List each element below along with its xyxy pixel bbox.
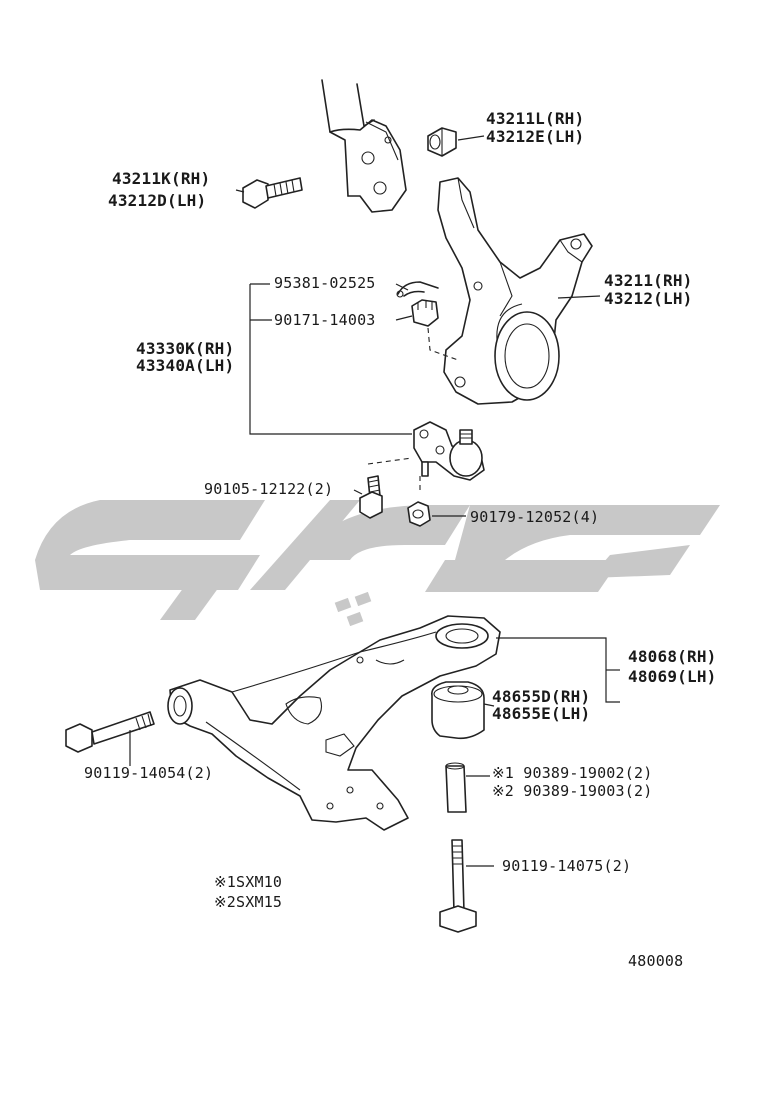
bolt-90105-icon [359, 475, 383, 519]
label-43212: 43212(LH) [604, 289, 693, 308]
strut-assembly [321, 79, 407, 213]
label-43211: 43211(RH) [604, 271, 693, 290]
note-sxm15: ※2SXM15 [214, 893, 283, 911]
label-48069: 48069(LH) [628, 667, 717, 686]
label-90119-14054: 90119-14054(2) [84, 764, 214, 782]
label-48655e: 48655E(LH) [492, 704, 591, 723]
lower-control-arm [167, 615, 501, 831]
label-43212d: 43212D(LH) [108, 191, 207, 210]
label-90389-19002: ※1 90389-19002(2) [492, 764, 653, 782]
flange-nut-43211l-icon [427, 127, 457, 157]
label-48068: 48068(RH) [628, 647, 717, 666]
steering-knuckle [437, 177, 593, 405]
castle-nut-icon [411, 299, 439, 327]
label-90389-19003: ※2 90389-19003(2) [492, 782, 653, 800]
watermark-logo [35, 500, 720, 627]
label-43211k: 43211K(RH) [112, 169, 211, 188]
bushing-48655d-icon [430, 681, 485, 740]
label-90105: 90105-12122(2) [204, 480, 334, 498]
label-90171: 90171-14003 [274, 311, 376, 329]
note-sxm10: ※1SXM10 [214, 873, 283, 891]
label-43330k: 43330K(RH) [136, 339, 235, 358]
label-95381: 95381-02525 [274, 274, 376, 292]
label-48655d: 48655D(RH) [492, 687, 591, 706]
label-90119-14075: 90119-14075(2) [502, 857, 632, 875]
label-43212e: 43212E(LH) [486, 127, 585, 146]
bolt-90119-14075-icon [439, 839, 477, 933]
cotter-pin-icon [396, 281, 439, 298]
label-90179: 90179-12052(4) [470, 508, 600, 526]
bolt-90119-14054-icon [65, 711, 155, 753]
label-43211l: 43211L(RH) [486, 109, 585, 128]
sleeve-90389-icon [445, 762, 467, 813]
label-43340a: 43340A(LH) [136, 356, 235, 375]
bolt-43211k-icon [242, 177, 303, 209]
figure-number: 480008 [628, 952, 684, 970]
leader-lines [129, 135, 620, 867]
nut-90179-icon [407, 501, 431, 527]
ball-joint [413, 421, 485, 481]
